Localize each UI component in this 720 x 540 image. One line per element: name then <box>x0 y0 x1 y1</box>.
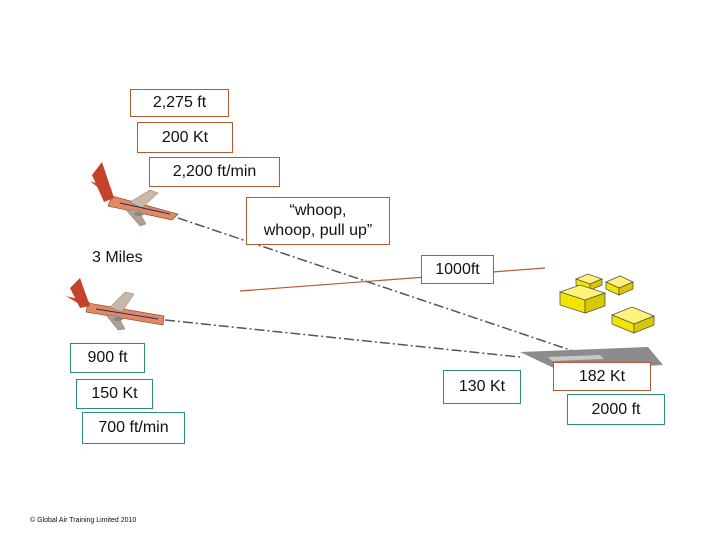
lower-altitude-box: 900 ft <box>70 343 145 373</box>
lower-descent-rate-box: 700 ft/min <box>82 412 185 444</box>
lower-speed-box: 150 Kt <box>76 379 153 409</box>
lower-descent-rate-label: 700 ft/min <box>98 419 169 436</box>
upper-altitude-box: 2,275 ft <box>130 89 229 117</box>
lower-flight-path <box>164 319 521 358</box>
altitude-marker-label: 1000ft <box>435 260 480 278</box>
altitude-marker-box: 1000ft <box>421 255 494 284</box>
upper-descent-rate-box: 2,200 ft/min <box>149 157 280 187</box>
upper-descent-rate-label: 2,200 ft/min <box>172 163 257 180</box>
altitude-reference-line <box>239 267 546 292</box>
runway-speed-box: 182 Kt <box>553 362 651 391</box>
copyright-notice: © Global Air Training Limited 2010 <box>30 517 137 524</box>
airport-buildings <box>558 273 656 334</box>
lower-aircraft-icon <box>66 278 165 331</box>
runway-distance-label: 2000 ft <box>591 400 641 418</box>
upper-aircraft-icon <box>90 162 179 227</box>
runway-marking <box>548 355 604 361</box>
upper-altitude-label: 2,275 ft <box>152 94 207 111</box>
gpws-warning-label: “whoop, whoop, pull up” <box>263 202 373 239</box>
runway-speed-label: 182 Kt <box>578 367 626 385</box>
lower-altitude-label: 900 ft <box>87 349 128 366</box>
upper-speed-box: 200 Kt <box>137 122 233 153</box>
distance-label: 3 Miles <box>92 249 143 266</box>
gpws-warning-box: “whoop, whoop, pull up” <box>246 197 390 245</box>
lower-speed-label: 150 Kt <box>91 385 138 402</box>
mid-speed-box: 130 Kt <box>443 370 521 404</box>
runway-distance-box: 2000 ft <box>567 394 665 425</box>
mid-speed-label: 130 Kt <box>458 378 506 395</box>
upper-speed-label: 200 Kt <box>161 128 209 146</box>
